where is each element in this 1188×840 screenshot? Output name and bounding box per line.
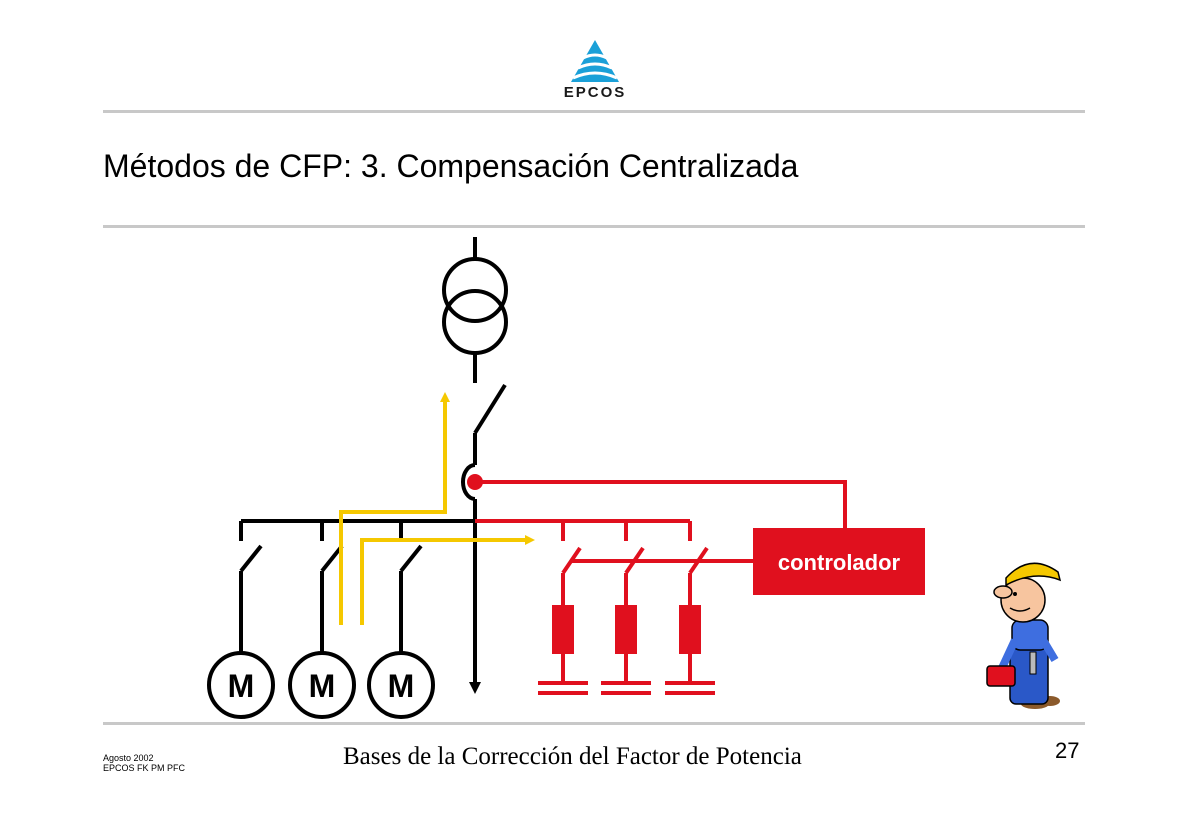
- reactor-icon: [615, 605, 637, 654]
- motor-3-label: M: [388, 668, 415, 704]
- motor-icon: M: [288, 651, 356, 719]
- footer-divider: [103, 722, 1085, 725]
- footer-code: EPCOS FK PM PFC: [103, 763, 186, 773]
- motor-1-label: M: [228, 668, 255, 704]
- motor-feeder-1: [239, 521, 263, 653]
- reactive-flow-to-capacitors: [360, 535, 535, 625]
- footer-subtitle: Bases de la Corrección del Factor de Pot…: [343, 743, 802, 770]
- motor-icon: M: [367, 651, 435, 719]
- worker-cartoon-icon: [986, 562, 1062, 709]
- capacitor-branch-2: [601, 521, 651, 695]
- capacitor-branch-3: [665, 521, 715, 695]
- sensor-node: [467, 474, 483, 490]
- controller-box: [753, 528, 925, 595]
- title-divider: [103, 225, 1085, 228]
- motor-2-label: M: [309, 668, 336, 704]
- motor-icon: M: [207, 651, 275, 719]
- transformer-icon: [442, 257, 508, 355]
- capacitor-icon: [601, 681, 651, 695]
- header-divider: [103, 110, 1085, 113]
- footer-date: Agosto 2002: [103, 753, 154, 763]
- sensor-signal-line: [475, 480, 847, 528]
- current-sensor-icon: [461, 463, 476, 501]
- controller-label: controlador: [778, 550, 901, 575]
- epcos-logo: EPCOS: [545, 38, 645, 106]
- pyramid-logo-icon: [571, 40, 619, 82]
- capacitor-branch-1: [538, 521, 588, 695]
- motor-feeder-3: [399, 521, 423, 653]
- reactor-icon: [552, 605, 574, 654]
- page-number: 27: [1055, 738, 1080, 763]
- page-title: Métodos de CFP: 3. Compensación Centrali…: [103, 148, 799, 184]
- reactor-icon: [679, 605, 701, 654]
- capacitor-icon: [538, 681, 588, 695]
- main-switch-icon: [473, 383, 507, 435]
- capacitor-icon: [665, 681, 715, 695]
- reactive-flow-to-grid: [339, 392, 450, 625]
- logo-text: EPCOS: [563, 84, 627, 101]
- motor-feeder-2: [320, 521, 344, 653]
